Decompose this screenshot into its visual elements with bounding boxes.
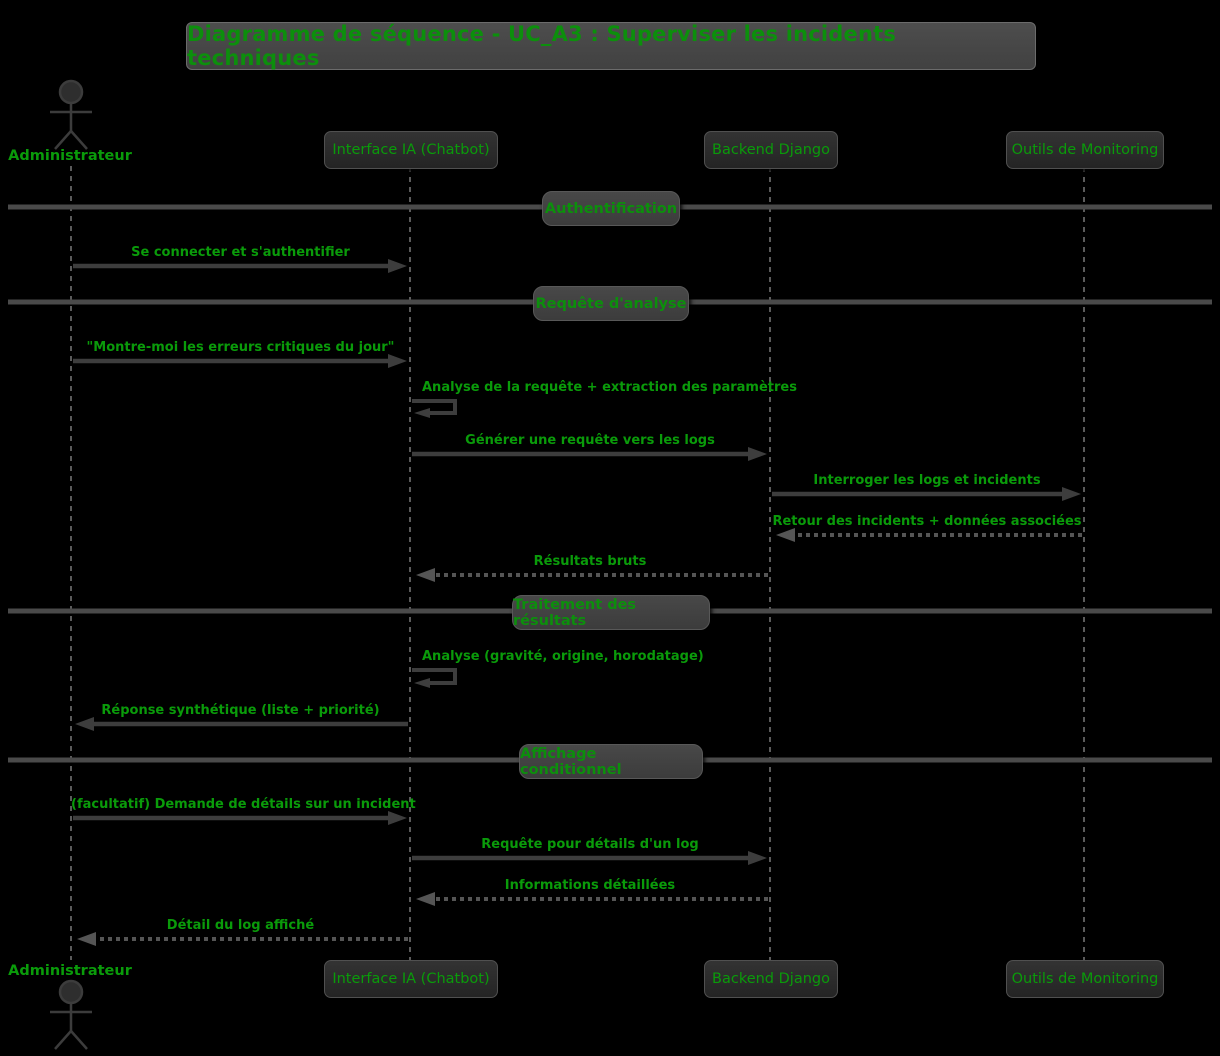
participant-label: Interface IA (Chatbot): [332, 971, 490, 987]
arrowhead-msg10: [388, 811, 407, 825]
diagram-title: Diagramme de séquence - UC_A3 : Supervis…: [187, 22, 897, 70]
participant-chatbot-top: Interface IA (Chatbot): [324, 131, 498, 169]
arrowhead-msg6: [776, 528, 795, 542]
actor-leg-left: [54, 130, 72, 150]
diagram-title-box: Diagramme de séquence - UC_A3 : Supervis…: [186, 22, 1036, 70]
divider-affichage-conditionnel: Affichage conditionnel: [519, 744, 703, 779]
divider-label-text: Traitement des résultats: [513, 596, 637, 629]
message-label: Réponse synthétique (liste + priorité): [101, 703, 380, 718]
arrowhead-msg2: [388, 354, 407, 368]
actor-head: [58, 979, 84, 1005]
message-label: Interroger les logs et incidents: [813, 473, 1041, 488]
message-label: Analyse de la requête + extraction des p…: [422, 380, 797, 395]
message-label: Informations détaillées: [504, 878, 676, 893]
participant-backend-bottom: Backend Django: [704, 960, 838, 998]
divider-authentification: Authentification: [542, 191, 680, 226]
message-label: Retour des incidents + données associées: [772, 514, 1082, 529]
divider-label-text: Affichage conditionnel: [520, 745, 622, 778]
message-label: Analyse (gravité, origine, horodatage): [422, 649, 704, 664]
self-loops: [412, 399, 457, 688]
lifelines: [70, 166, 1085, 960]
arrowhead-msg11: [748, 851, 767, 865]
participant-label: Outils de Monitoring: [1011, 971, 1159, 987]
divider-requete-analyse: Requête d'analyse: [533, 286, 689, 321]
self-loop-2-arrowhead: [414, 678, 430, 688]
message-label: Résultats bruts: [533, 554, 647, 569]
actor-leg-right: [70, 1030, 88, 1050]
self-loop-2: [412, 668, 457, 685]
actor-label-administrateur-bottom: Administrateur: [8, 963, 132, 979]
arrowhead-msg1: [388, 259, 407, 273]
actor-figure-top: [50, 79, 92, 150]
actor-leg-left: [54, 1030, 72, 1050]
arrowhead-msg13: [77, 932, 96, 946]
actor-head: [58, 79, 84, 105]
message-label: Se connecter et s'authentifier: [131, 245, 350, 260]
participant-label: Interface IA (Chatbot): [332, 142, 490, 158]
participant-chatbot-bottom: Interface IA (Chatbot): [324, 960, 498, 998]
arrowhead-msg4: [748, 447, 767, 461]
solid-arrows: [73, 259, 1081, 865]
message-label: Générer une requête vers les logs: [465, 433, 715, 448]
arrowhead-msg5: [1062, 487, 1081, 501]
message-label: (facultatif) Demande de détails sur un i…: [71, 797, 416, 812]
arrowhead-msg9: [75, 717, 94, 731]
participant-monitoring-top: Outils de Monitoring: [1006, 131, 1164, 169]
divider-label-text: Requête d'analyse: [535, 295, 687, 312]
dashed-arrows: [77, 528, 1082, 946]
participant-label: Backend Django: [712, 971, 830, 987]
participant-monitoring-bottom: Outils de Monitoring: [1006, 960, 1164, 998]
message-label: Requête pour détails d'un log: [481, 837, 699, 852]
actor-figure-bottom: [50, 979, 92, 1050]
message-label: Détail du log affiché: [166, 918, 315, 933]
arrowhead-msg12: [416, 892, 435, 906]
participant-label: Outils de Monitoring: [1011, 142, 1159, 158]
participant-label: Backend Django: [712, 142, 830, 158]
self-loop-1: [412, 399, 457, 415]
message-label: "Montre-moi les erreurs critiques du jou…: [86, 340, 395, 355]
actor-leg-right: [70, 130, 88, 150]
actor-label-administrateur-top: Administrateur: [8, 148, 132, 164]
divider-label-text: Authentification: [544, 200, 678, 217]
divider-traitement-resultats: Traitement des résultats: [512, 595, 710, 630]
arrowhead-msg7: [416, 568, 435, 582]
self-loop-1-arrowhead: [414, 408, 430, 418]
participant-backend-top: Backend Django: [704, 131, 838, 169]
